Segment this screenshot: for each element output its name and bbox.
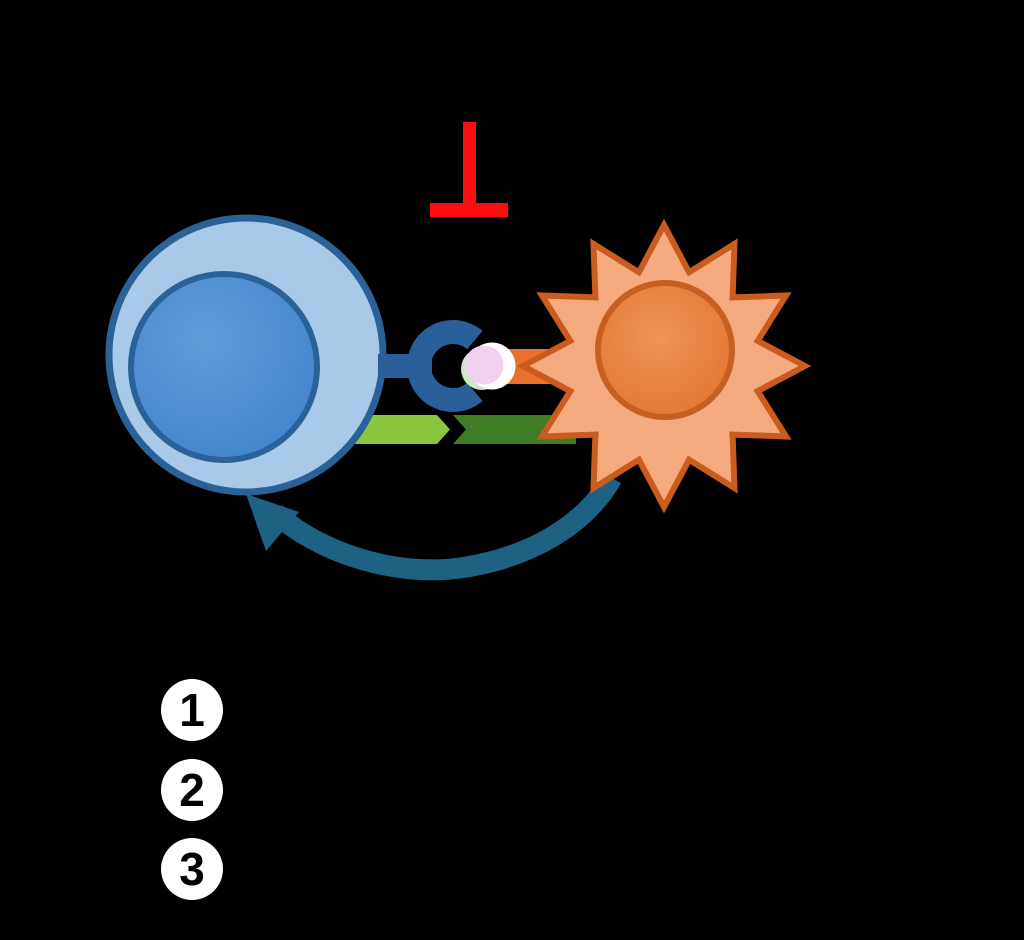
apc-cell: [516, 218, 812, 514]
t-cell: [105, 214, 387, 496]
legend-circle-1: [161, 679, 223, 741]
inhibition-symbol-bar: [430, 203, 508, 217]
feedback-arrowhead: [246, 494, 299, 551]
signal-arrow-light-green: [352, 415, 450, 444]
t-cell-nucleus: [128, 271, 320, 463]
feedback-arrow-shaft: [268, 472, 622, 581]
antigen-complex: [461, 342, 516, 390]
inhibition-symbol-stem: [463, 122, 476, 210]
feedback-arrow: [246, 472, 622, 581]
legend-number-1: 1: [179, 684, 205, 736]
legend-marker-2: 2: [161, 759, 223, 821]
apc-cell-nucleus: [595, 280, 735, 420]
legend-marker-3: 3: [161, 838, 223, 900]
legend-markers: 1 2 3: [161, 679, 223, 900]
legend-circle-2: [161, 759, 223, 821]
legend-marker-1: 1: [161, 679, 223, 741]
legend-circle-3: [161, 838, 223, 900]
inhibition-symbol: [430, 122, 508, 217]
legend-number-2: 2: [179, 764, 205, 816]
legend-number-3: 3: [179, 843, 205, 895]
tcr-receptor: [378, 320, 483, 412]
tcr-receptor-socket: [407, 320, 483, 412]
antigen-pink-circle: [464, 345, 504, 385]
